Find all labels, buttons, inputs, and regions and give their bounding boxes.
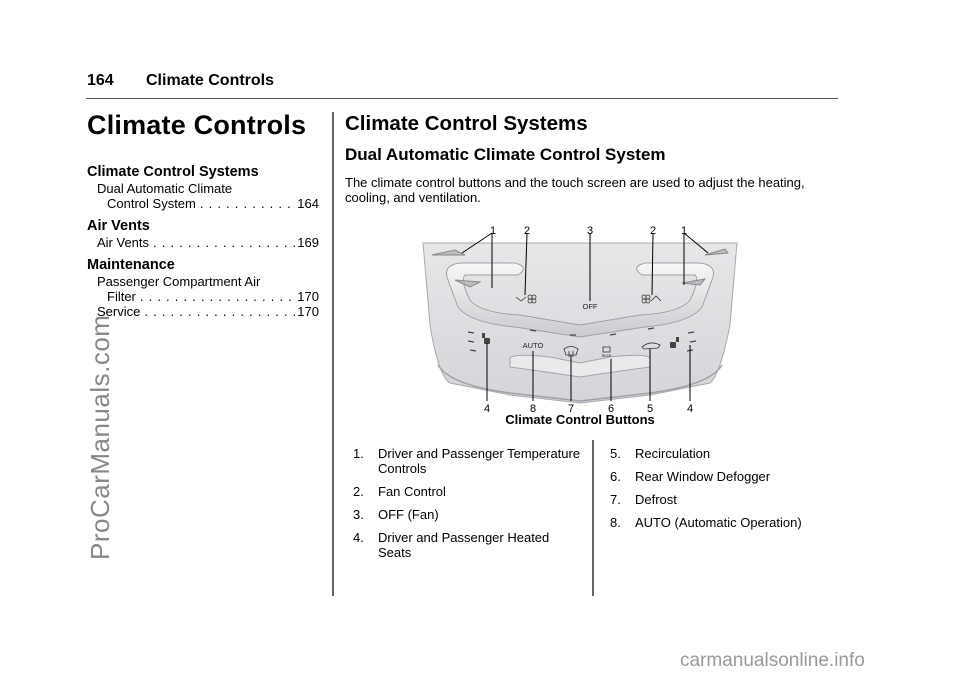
callout-1-right: 1 [681,225,687,237]
legend-list-left: 1.Driver and Passenger Temperature Contr… [353,446,583,568]
toc-page-number: 169 [297,235,319,250]
toc-section-heading: Air Vents [87,218,150,234]
callout-1-left: 1 [490,225,496,237]
recirculation-icon [641,342,661,350]
legend-item: 1.Driver and Passenger Temperature Contr… [353,446,581,476]
leader-dots [153,235,295,250]
leader-dots [200,196,295,211]
callout-lines [461,232,709,401]
svg-text:REAR: REAR [602,354,612,358]
callout-7: 7 [568,403,574,415]
legend-item: 6.Rear Window Defogger [610,469,771,484]
column-divider [332,112,334,596]
auto-label: AUTO [523,341,544,350]
callout-5: 5 [647,403,653,415]
toc-entry[interactable]: Air Vents 169 [87,235,319,250]
defrost-icon [563,346,579,357]
fan-up-icon [641,294,662,304]
toc-page-number: 164 [297,196,319,211]
toc-entry-text: Passenger Compartment Air [97,274,261,289]
off-label: OFF [583,302,598,311]
callout-3: 3 [587,225,593,237]
legend-item: 2.Fan Control [353,484,446,499]
callout-2-left: 2 [524,225,530,237]
chapter-title: Climate Controls [87,110,307,140]
climate-control-panel-illustration: OFF AUTO REAR 1 2 3 2 1 4 8 7 6 5 [422,225,738,415]
toc-section-heading: Climate Control Systems [87,164,259,180]
toc-entry-text: Dual Automatic Climate [97,181,233,196]
toc-entry-continued[interactable]: Control System 164 [87,196,319,211]
intro-paragraph: The climate control buttons and the touc… [345,175,805,205]
panel-body [422,242,738,404]
toc-page-number: 170 [297,289,319,304]
legend-list-right: 5.Recirculation 6.Rear Window Defogger 7… [610,446,840,538]
leader-dots [140,289,295,304]
right-temp-up [704,248,729,256]
toc-section-heading: Maintenance [87,257,175,273]
toc-entry[interactable]: Dual Automatic Climate [87,181,319,196]
toc-page-number: 170 [297,304,319,319]
right-heated-seat-icon [670,337,679,348]
bottom-watermark: carmanualsonline.info [680,650,865,671]
table-of-contents: Climate Control Systems Dual Automatic C… [87,164,319,320]
legend-item: 4.Driver and Passenger Heated Seats [353,530,550,560]
figure-caption: Climate Control Buttons [505,412,655,427]
left-temp-up [431,249,466,256]
callout-4-left: 4 [484,403,490,415]
legend-item: 3.OFF (Fan) [353,507,439,522]
subsection-heading: Dual Automatic Climate Control System [345,145,666,164]
header-rule [86,98,838,99]
callout-4-right: 4 [687,403,693,415]
toc-entry-continued[interactable]: Filter 170 [87,289,319,304]
toc-entry-text: Filter [107,289,136,304]
legend-item: 8.AUTO (Automatic Operation) [610,515,802,530]
legend-column-divider [592,440,594,596]
legend-item: 7.Defrost [610,492,677,507]
callout-6: 6 [608,403,614,415]
running-header-title: Climate Controls [146,72,275,89]
toc-entry[interactable]: Service 170 [87,304,319,319]
page-number: 164 [87,72,114,89]
right-temp-down [681,278,707,286]
fan-down-icon [515,294,537,304]
toc-entry-text: Air Vents [97,235,150,250]
leader-dots [144,304,295,319]
left-temp-down [454,279,482,288]
top-bezel [446,262,714,338]
section-heading: Climate Control Systems [345,112,588,135]
toc-entry-text: Service [97,304,141,319]
panel-lower-shadow [437,364,723,402]
callout-2-right: 2 [650,225,656,237]
left-heated-seat-icon [482,333,490,344]
rear-defog-icon: REAR [602,346,612,358]
toc-entry[interactable]: Passenger Compartment Air [87,274,319,289]
callout-8: 8 [530,403,536,415]
toc-entry-text: Control System [107,196,196,211]
side-watermark: ProCarManuals.com [85,314,115,560]
legend-item: 5.Recirculation [610,446,711,461]
